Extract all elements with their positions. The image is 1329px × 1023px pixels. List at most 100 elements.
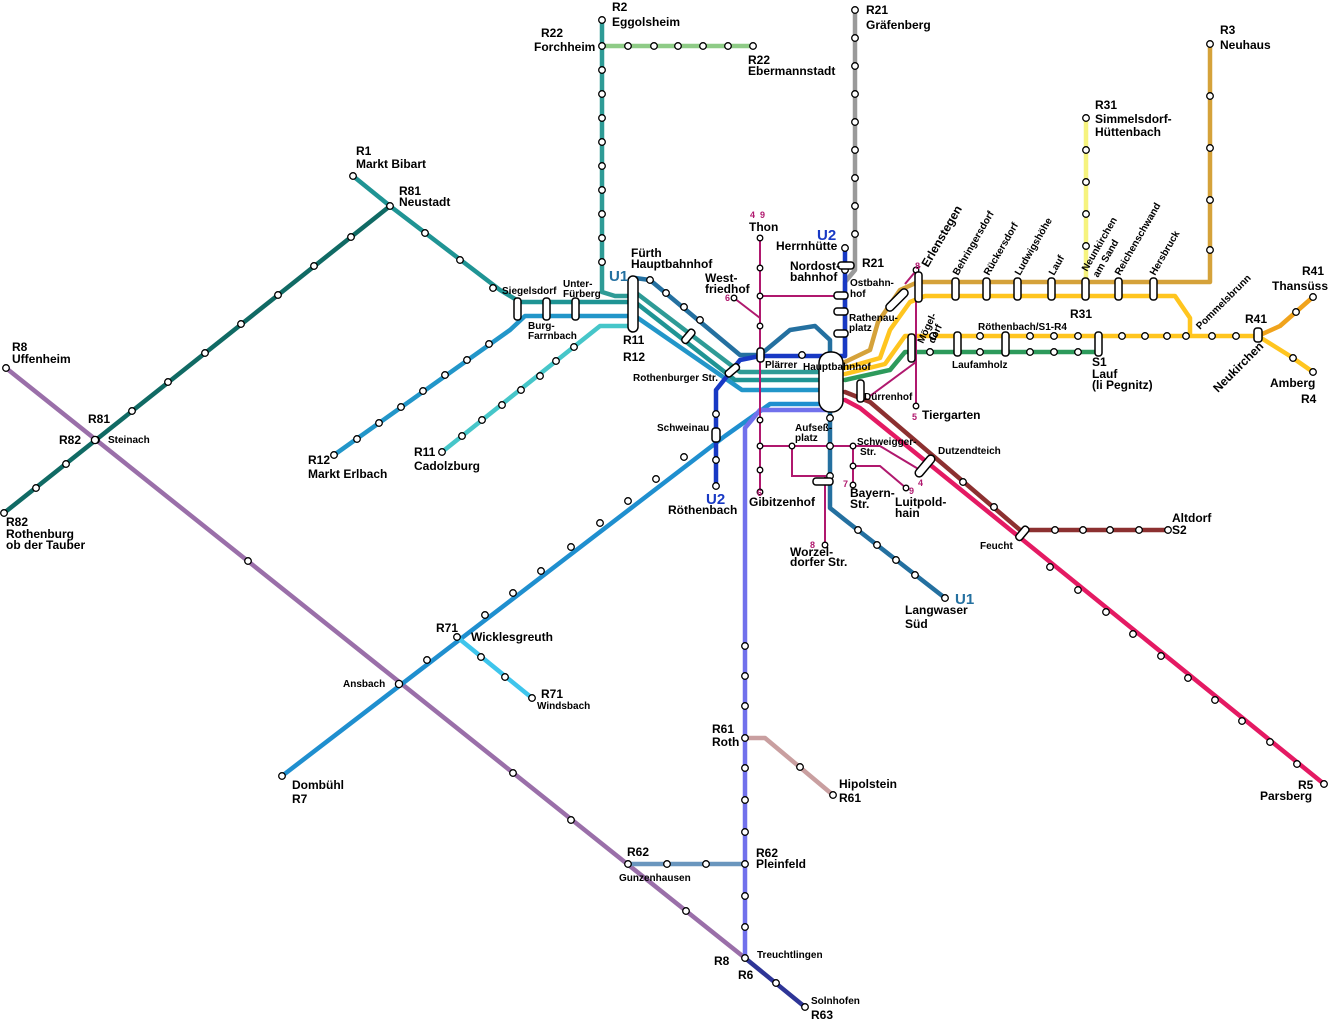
- R12-stops: [330, 340, 493, 459]
- label: Str.: [860, 447, 876, 458]
- R6-stops: [741, 642, 749, 962]
- label: Worzel-: [790, 545, 833, 559]
- label: platz: [849, 323, 872, 334]
- label: R82: [6, 515, 28, 529]
- line-R3: [842, 41, 1213, 365]
- label: Herrnhütte: [776, 239, 838, 253]
- label: Siegelsdorf: [502, 286, 557, 297]
- label: R6: [738, 968, 754, 982]
- label: R12: [308, 453, 330, 467]
- label: R62: [756, 846, 778, 860]
- rail-lines: [1, 7, 1327, 1010]
- label: R8: [12, 340, 28, 354]
- label: Solnhofen: [811, 996, 860, 1007]
- label: Roth: [712, 735, 739, 749]
- label: R5: [1298, 778, 1314, 792]
- label: Pleinfeld: [756, 857, 806, 871]
- label: R71: [541, 687, 563, 701]
- label: R22: [748, 53, 770, 67]
- label: Bayern-: [850, 486, 895, 500]
- label: Markt Erlbach: [308, 467, 387, 481]
- label: Treuchtlingen: [757, 950, 823, 961]
- label: Ansbach: [343, 679, 385, 690]
- label: Hüttenbach: [1095, 125, 1161, 139]
- line-badge-U2-south: U2: [706, 491, 725, 508]
- label: R3: [1220, 23, 1236, 37]
- interchange-stations: [90, 261, 1263, 689]
- R2-stops: [598, 16, 606, 266]
- label: Aufseß-: [795, 423, 832, 434]
- line-R71: [454, 634, 535, 701]
- line-trunk-3: [632, 313, 833, 393]
- label: Neukirchen: [1210, 339, 1266, 395]
- label: Süd: [905, 617, 928, 631]
- label: Gibitzenhof: [749, 495, 816, 509]
- label: R63: [811, 1008, 833, 1022]
- tram-number: 6: [757, 488, 762, 498]
- label: R7: [292, 792, 308, 806]
- label: Ostbahn-: [850, 278, 894, 289]
- label: Fürth: [631, 246, 662, 260]
- tram-number: 4: [918, 478, 923, 488]
- label: R1: [356, 144, 372, 158]
- label: Schweigger-: [857, 437, 916, 448]
- label: Laufamholz: [952, 360, 1008, 371]
- R31-stops: [1082, 114, 1090, 250]
- line-R1: [350, 173, 638, 305]
- label: Forchheim: [534, 40, 595, 54]
- label: R61: [712, 722, 734, 736]
- label: hain: [895, 506, 920, 520]
- label: Rothenburg: [6, 527, 74, 541]
- line-R2: [599, 17, 638, 299]
- label: Windsbach: [537, 701, 590, 712]
- label: R11: [623, 333, 645, 347]
- label: R71: [436, 621, 458, 635]
- label: platz: [795, 433, 818, 444]
- label: R41: [1302, 264, 1324, 278]
- label: Dutzendteich: [938, 446, 1001, 457]
- label: Nordost-: [790, 259, 840, 273]
- R21-stops: [851, 6, 859, 238]
- label: Hipolstein: [839, 777, 897, 791]
- R7-stops: [278, 453, 688, 780]
- label: R8: [714, 954, 730, 968]
- label: Gräfenberg: [866, 18, 931, 32]
- line-trunk-1: [632, 289, 833, 375]
- label: Feucht: [980, 541, 1013, 552]
- line-badge-U1-south: U1: [955, 591, 974, 608]
- label: R82: [59, 433, 81, 447]
- station-labels: R2 Eggolsheim R22 Forchheim R22 Ebermann…: [6, 0, 1328, 1022]
- label: Wicklesgreuth: [471, 630, 553, 644]
- label: Ebermannstadt: [748, 64, 835, 78]
- line-R6: [742, 407, 833, 961]
- label: R2: [612, 0, 628, 14]
- line-U1: [632, 275, 948, 601]
- R22-stops: [624, 42, 757, 50]
- label: R31: [1070, 307, 1092, 321]
- tram-number: 8: [915, 261, 920, 271]
- label: Fürberg: [563, 289, 601, 300]
- label: Lauf: [1047, 253, 1067, 277]
- label: Str.: [850, 497, 869, 511]
- label: Hauptbahnhof: [803, 362, 871, 373]
- label: S2: [1172, 523, 1187, 537]
- label: Eggolsheim: [612, 15, 680, 29]
- stops: [0, 6, 1328, 1011]
- label: West-: [705, 271, 737, 285]
- label: Hersbruck: [1148, 229, 1182, 278]
- label: R11: [414, 445, 436, 459]
- label: Altdorf: [1172, 511, 1212, 525]
- label: bahnhof: [790, 270, 838, 284]
- label: friedhof: [705, 282, 751, 296]
- label: R21: [866, 3, 888, 17]
- tram-stops: [730, 234, 920, 549]
- label: Schweinau: [657, 423, 709, 434]
- label: Parsberg: [1260, 789, 1312, 803]
- label: R22: [541, 26, 563, 40]
- label: R61: [839, 791, 861, 805]
- label: Amberg: [1270, 376, 1315, 390]
- label: Rothenburger Str.: [633, 373, 718, 384]
- label: S1: [1092, 355, 1107, 369]
- R71-stops: [477, 653, 536, 702]
- tram-number: 6: [725, 293, 730, 303]
